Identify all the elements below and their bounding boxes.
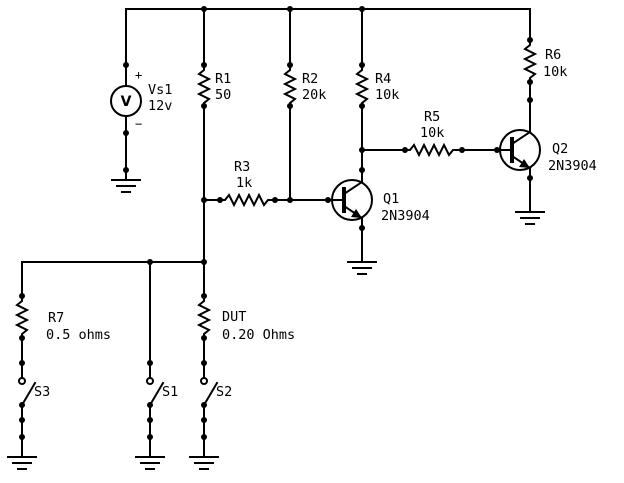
resistor-r2: R2 20k (282, 6, 326, 203)
ground-icon-q2 (515, 211, 545, 225)
s2-name: S2 (216, 384, 232, 400)
resistor-r6: R6 10k (522, 8, 567, 133)
r6-value: 10k (543, 64, 567, 80)
r1-value: 50 (215, 87, 231, 103)
resistor-r3: R3 1k (203, 159, 331, 208)
resistor-r5: R5 10k (361, 109, 500, 158)
switch-s2: S2 (200, 362, 232, 457)
ground-icon-s2 (189, 456, 219, 470)
q2-value: 2N3904 (548, 158, 597, 174)
resistor-r1: R1 50 (196, 6, 231, 263)
r6-name: R6 (545, 47, 561, 63)
transistor-q2: Q2 2N3904 (496, 129, 597, 213)
ground-icon-q1 (347, 261, 377, 275)
r4-value: 10k (375, 87, 399, 103)
top-rail (125, 8, 531, 66)
r7-name: R7 (48, 310, 64, 326)
r4-name: R4 (375, 71, 391, 87)
resistor-dut: DUT 0.20 Ohms (196, 261, 295, 366)
q1-value: 2N3904 (381, 208, 430, 224)
vs1-symbol: V (121, 94, 132, 110)
r5-value: 10k (420, 125, 444, 141)
vs1-plus-sign: + (135, 68, 142, 82)
s3-name: S3 (34, 384, 50, 400)
ground-icon-s3 (7, 456, 37, 470)
ground-icon-s1 (135, 456, 165, 470)
s1-name: S1 (162, 384, 178, 400)
r3-name: R3 (234, 159, 250, 175)
resistor-r4: R4 10k (354, 6, 399, 173)
vs1-minus-sign: − (135, 117, 142, 131)
dut-value: 0.20 Ohms (222, 327, 295, 343)
voltage-source-vs1: V + − Vs1 12v (110, 62, 172, 181)
switch-s1: S1 (146, 261, 178, 457)
vs1-value: 12v (148, 98, 172, 114)
dut-name: DUT (222, 309, 246, 325)
r1-name: R1 (215, 71, 231, 87)
q1-name: Q1 (383, 191, 399, 207)
ground-icon-vs1 (111, 179, 141, 193)
bottom-bus (21, 259, 207, 265)
r2-name: R2 (302, 71, 318, 87)
q2-name: Q2 (552, 141, 568, 157)
r2-value: 20k (302, 87, 326, 103)
resistor-r7: R7 0.5 ohms (14, 261, 111, 366)
transistor-q1: Q1 2N3904 (327, 169, 430, 263)
r7-value: 0.5 ohms (46, 327, 111, 343)
r5-name: R5 (424, 109, 440, 125)
vs1-name: Vs1 (148, 82, 172, 98)
switch-s3: S3 (18, 362, 50, 457)
r3-value: 1k (236, 175, 252, 191)
